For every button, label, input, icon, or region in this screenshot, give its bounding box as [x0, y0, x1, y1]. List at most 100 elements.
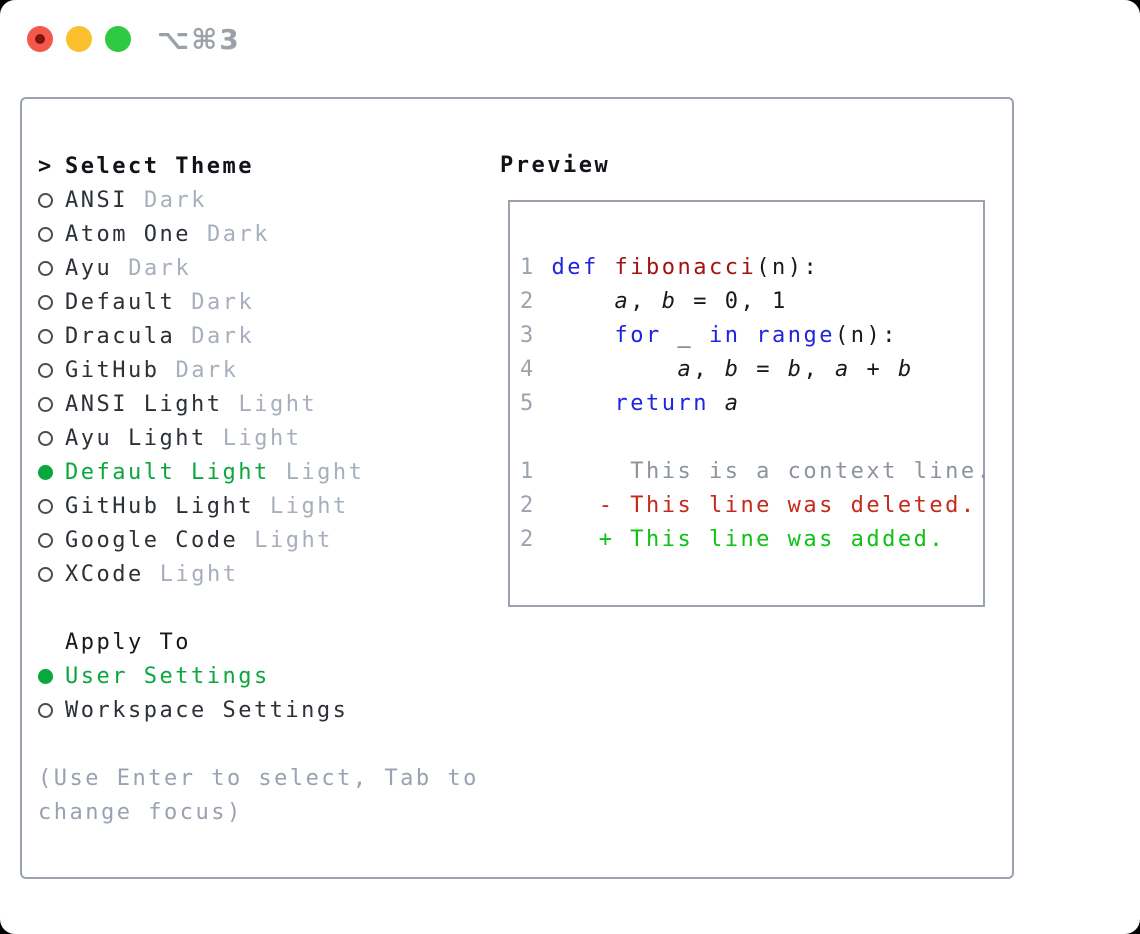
radio-circle [38, 396, 53, 412]
code-token [709, 391, 725, 416]
theme-name: Atom One [65, 221, 191, 247]
theme-variant-label: Dark [143, 187, 207, 213]
code-token: a [834, 357, 851, 382]
theme-name: XCode [65, 561, 144, 587]
theme-variant-label: Light [269, 493, 349, 519]
code-token [740, 323, 756, 348]
titlebar: ⌥⌘3 [0, 0, 1140, 78]
code-token: for [614, 323, 662, 348]
radio-circle [38, 362, 53, 378]
code-token: in [708, 323, 741, 348]
radio-icon [38, 430, 65, 446]
line-number: 1 [520, 459, 552, 484]
theme-name: GitHub [65, 357, 160, 383]
radio-selected-icon [38, 464, 65, 480]
close-button[interactable] [27, 26, 53, 52]
code-token: fibonacci [614, 255, 757, 280]
radio-circle [38, 668, 53, 684]
line-number: 2 [520, 527, 552, 552]
apply-option-label: Workspace Settings [65, 697, 349, 723]
radio-circle [38, 702, 53, 718]
radio-icon [38, 396, 65, 412]
radio-circle [38, 192, 53, 208]
theme-variant-label: Dark [191, 323, 255, 349]
theme-name: ANSI [65, 187, 128, 213]
preview-title: Preview [500, 153, 611, 178]
hint-line: change focus) [38, 799, 243, 825]
theme-name: Google Code [65, 527, 239, 553]
hint-text: (Use Enter to select, Tab to change focus… [38, 761, 479, 829]
theme-name: GitHub Light [65, 493, 254, 519]
code-token: b [724, 357, 741, 382]
code-token: def [551, 255, 599, 280]
line-number: 1 [520, 255, 552, 280]
theme-option-github[interactable]: GitHub Dark [38, 353, 479, 387]
theme-variant-label: Dark [128, 255, 192, 281]
theme-option-github-light[interactable]: GitHub Light Light [38, 489, 479, 523]
apply-option-workspace-settings[interactable]: Workspace Settings [38, 693, 479, 727]
theme-name: Ayu [65, 255, 113, 281]
line-number: 2 [520, 289, 552, 314]
code-token [552, 391, 615, 416]
code-token: , [693, 357, 725, 382]
theme-name: Dracula [65, 323, 176, 349]
hint-line: (Use Enter to select, Tab to [38, 765, 479, 791]
select-theme-title: Select Theme [65, 153, 254, 179]
code-token: - This line was deleted. [551, 493, 977, 518]
code-line-8: 2 - This line was deleted. [520, 489, 992, 523]
zoom-button[interactable] [105, 26, 131, 52]
radio-circle [38, 566, 53, 582]
radio-icon [38, 566, 65, 582]
radio-circle [38, 498, 53, 514]
code-token [552, 357, 678, 382]
theme-option-dracula[interactable]: Dracula Dark [38, 319, 479, 353]
code-token: (n): [756, 255, 820, 280]
code-token: b [897, 357, 914, 382]
apply-option-user-settings[interactable]: User Settings [38, 659, 479, 693]
theme-variant-label: Dark [191, 289, 255, 315]
code-line-9: 2 + This line was added. [520, 523, 992, 557]
theme-option-google-code[interactable]: Google Code Light [38, 523, 479, 557]
radio-icon [38, 260, 65, 276]
code-line-4: 4 a, b = b, a + b [520, 353, 992, 387]
line-number: 5 [520, 391, 552, 416]
code-token: , [803, 357, 835, 382]
code-token: b [661, 289, 678, 314]
theme-option-ayu[interactable]: Ayu Dark [38, 251, 479, 285]
code-line-5: 5 return a [520, 387, 992, 421]
code-line-7: 1 This is a context line. [520, 455, 992, 489]
minimize-button[interactable] [66, 26, 92, 52]
radio-icon [38, 226, 65, 242]
theme-option-ansi[interactable]: ANSI Dark [38, 183, 479, 217]
radio-circle [38, 464, 53, 480]
radio-circle [38, 430, 53, 446]
code-token: range [756, 323, 835, 348]
code-token: _ [661, 323, 709, 348]
spacer [38, 727, 479, 761]
theme-name: ANSI Light [65, 391, 223, 417]
theme-variant-label: Dark [175, 357, 239, 383]
select-theme-title-row: > Select Theme [38, 149, 479, 183]
code-token [599, 255, 615, 280]
prompt-caret: > [38, 153, 54, 179]
radio-icon [38, 294, 65, 310]
radio-circle [38, 226, 53, 242]
radio-circle [38, 532, 53, 548]
traffic-lights [27, 26, 131, 52]
code-token: return [614, 391, 709, 416]
radio-icon [38, 702, 65, 718]
radio-selected-icon [38, 668, 65, 684]
theme-variant-label: Light [254, 527, 333, 553]
line-number: 3 [520, 323, 552, 348]
